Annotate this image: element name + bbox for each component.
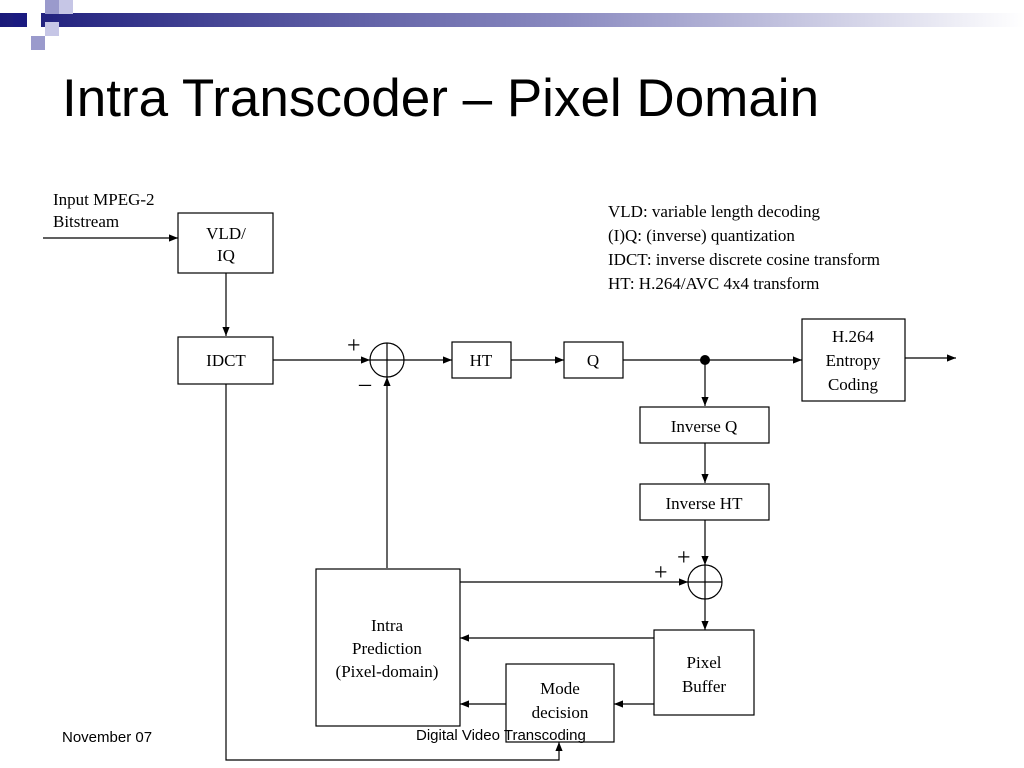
inverse-ht-block — [639, 483, 770, 521]
legend-line-idct: IDCT: inverse discrete cosine transform — [608, 250, 880, 269]
sum2-plus-left-sign: + — [654, 560, 668, 586]
idct-block — [177, 336, 274, 385]
sum1-plus-sign: + — [347, 333, 361, 359]
pixel-buffer-block — [653, 629, 755, 716]
legend-line-vld: VLD: variable length decoding — [608, 202, 820, 221]
vld-iq-block — [177, 212, 274, 274]
slide-title: Intra Transcoder – Pixel Domain — [62, 69, 820, 128]
sum2-plus-top-sign: + — [677, 545, 691, 571]
mode-decision-block — [505, 663, 615, 743]
footer-date: November 07 — [62, 729, 153, 746]
footer-title: Digital Video Transcoding — [416, 727, 586, 744]
branch-point — [700, 355, 710, 365]
q-label: Q — [587, 351, 599, 370]
inverse-q-block — [639, 406, 770, 444]
vld-iq-label: VLD/IQ — [206, 224, 246, 265]
inverse-q-label: Inverse Q — [671, 417, 738, 436]
inverse-ht-label: Inverse HT — [666, 494, 744, 513]
q-block — [563, 341, 624, 379]
legend: VLD: variable length decoding (I)Q: (inv… — [608, 202, 880, 293]
legend-line-ht: HT: H.264/AVC 4x4 transform — [608, 274, 819, 293]
arrow-idct-mode — [225, 384, 563, 761]
summing-junction-1 — [369, 342, 405, 378]
entropy-block — [801, 318, 906, 402]
sum1-minus-sign: – — [358, 371, 372, 397]
ht-block — [451, 341, 512, 379]
idct-label: IDCT — [206, 351, 246, 370]
ht-label: HT — [470, 351, 493, 370]
legend-line-q: (I)Q: (inverse) quantization — [608, 226, 795, 245]
header-decoration — [0, 0, 1024, 50]
intra-prediction-block — [315, 568, 461, 727]
summing-junction-2 — [687, 564, 723, 600]
